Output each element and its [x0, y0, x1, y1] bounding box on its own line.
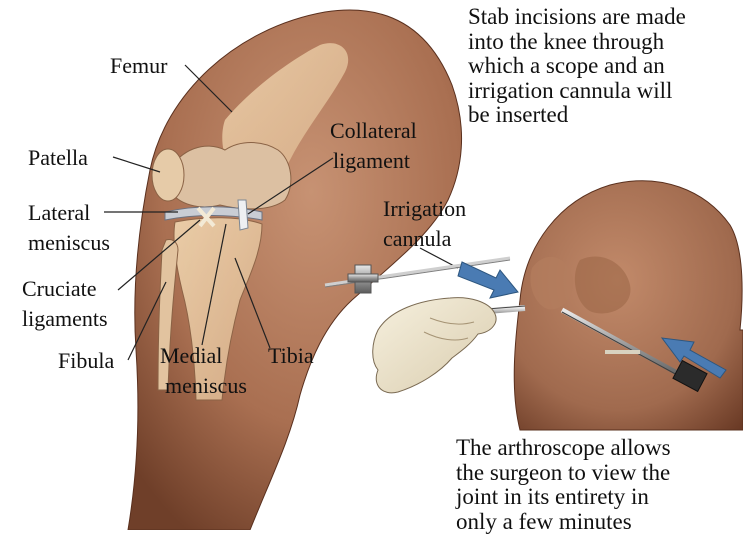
caption-bottom: The arthroscope allows the surgeon to vi…	[456, 436, 671, 534]
caption-top-line: Stab incisions are made	[468, 5, 686, 30]
label-cruciate-line1: Cruciate	[22, 278, 97, 300]
caption-top-line: which a scope and an	[468, 54, 686, 79]
caption-bottom-line: joint in its entirety in	[456, 485, 671, 510]
label-lateral-meniscus-line2: meniscus	[28, 232, 110, 254]
hand-shape	[373, 298, 496, 393]
caption-bottom-line: The arthroscope allows	[456, 436, 671, 461]
label-tibia: Tibia	[268, 345, 314, 367]
label-femur: Femur	[110, 55, 167, 77]
right-knee-illustration	[514, 181, 743, 430]
left-knee-illustration	[128, 10, 462, 530]
label-fibula: Fibula	[58, 350, 114, 372]
collateral-ligament-shape	[238, 200, 248, 230]
label-cruciate-line2: ligaments	[22, 308, 108, 330]
label-irrigation-line2: cannula	[383, 228, 451, 250]
cannula-valve-knob	[348, 274, 378, 282]
label-collateral-line1: Collateral	[330, 120, 417, 142]
scope-and-hand	[373, 298, 525, 393]
label-patella: Patella	[28, 147, 88, 169]
label-medial-meniscus-line1: Medial	[160, 345, 222, 367]
caption-bottom-line: the surgeon to view the	[456, 461, 671, 486]
caption-bottom-line: only a few minutes	[456, 510, 671, 534]
caption-top-line: into the knee through	[468, 30, 686, 55]
label-irrigation-line1: Irrigation	[383, 198, 466, 220]
label-lateral-meniscus-line1: Lateral	[28, 202, 90, 224]
caption-top-line: irrigation cannula will	[468, 79, 686, 104]
caption-top: Stab incisions are made into the knee th…	[468, 5, 686, 128]
caption-top-line: be inserted	[468, 103, 686, 128]
femur-condyles	[170, 143, 291, 209]
label-collateral-line2: ligament	[333, 150, 410, 172]
direction-arrow-upper	[458, 262, 518, 298]
label-medial-meniscus-line2: meniscus	[165, 375, 247, 397]
patella-bone	[152, 149, 184, 201]
